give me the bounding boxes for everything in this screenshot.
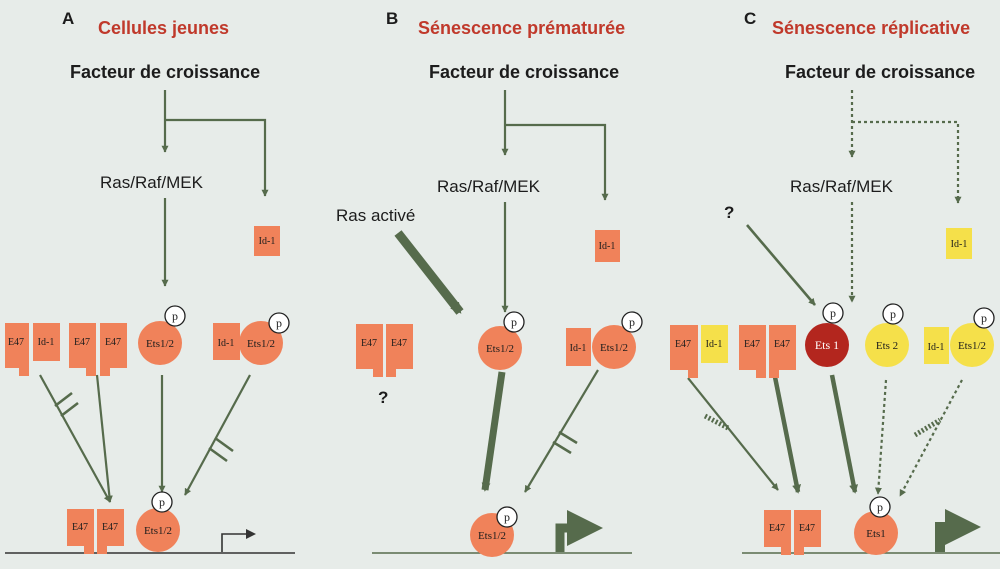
svg-text:E47: E47 <box>102 522 118 533</box>
svg-text:E47: E47 <box>799 523 815 534</box>
svg-text:Ets 1: Ets 1 <box>815 338 839 352</box>
panel-a: A Cellules jeunes Facteur de croissance … <box>5 9 295 554</box>
svg-text:Ets1/2: Ets1/2 <box>247 338 275 350</box>
svg-text:Id-1: Id-1 <box>259 236 276 247</box>
svg-text:E47: E47 <box>105 337 121 348</box>
svg-text:p: p <box>830 306 836 320</box>
panel-c: C Sénescence réplicative Facteur de croi… <box>670 9 1000 555</box>
svg-text:p: p <box>504 510 510 524</box>
svg-text:E47: E47 <box>8 337 24 348</box>
svg-text:Ets1/2: Ets1/2 <box>146 338 174 350</box>
svg-text:Id-1: Id-1 <box>570 343 587 354</box>
panel-c-promoter-e47-dimer: E47 E47 <box>764 510 821 555</box>
panel-b-letter: B <box>386 9 398 28</box>
panel-c-title: Sénescence réplicative <box>772 18 970 38</box>
panel-a-ras-raf-mek: Ras/Raf/MEK <box>100 173 204 192</box>
panel-c-ets2: Ets 2 p <box>865 303 909 367</box>
svg-text:E47: E47 <box>744 339 760 350</box>
panel-c-ets1: Ets 1 p <box>805 302 849 367</box>
panel-a-arrows <box>5 90 295 554</box>
svg-text:p: p <box>511 315 517 329</box>
svg-text:Id-1: Id-1 <box>38 337 55 348</box>
svg-text:Ets1/2: Ets1/2 <box>958 340 986 352</box>
panel-a-letter: A <box>62 9 74 28</box>
svg-text:E47: E47 <box>72 522 88 533</box>
panel-a-promoter-e47-dimer: E47 E47 <box>67 509 124 554</box>
svg-text:p: p <box>159 495 165 509</box>
panel-b-ras-raf-mek: Ras/Raf/MEK <box>437 177 541 196</box>
panel-b: B Sénescence prématurée Facteur de crois… <box>336 9 643 557</box>
svg-text:Ets1/2: Ets1/2 <box>478 530 506 542</box>
panel-a-growth-factor: Facteur de croissance <box>70 62 260 82</box>
svg-text:p: p <box>890 307 896 321</box>
svg-text:Ets1/2: Ets1/2 <box>600 342 628 354</box>
svg-text:Id-1: Id-1 <box>218 338 235 349</box>
svg-text:Id-1: Id-1 <box>951 239 968 250</box>
panel-c-letter: C <box>744 9 756 28</box>
svg-text:p: p <box>877 500 883 514</box>
svg-text:Id-1: Id-1 <box>928 342 945 353</box>
panel-c-e47-id1-dimer: E47 Id-1 <box>670 325 728 378</box>
svg-text:E47: E47 <box>774 339 790 350</box>
panel-a-ets12: Ets1/2 p <box>138 305 186 365</box>
svg-text:Id-1: Id-1 <box>706 339 723 350</box>
svg-text:p: p <box>981 311 987 325</box>
panel-b-growth-factor: Facteur de croissance <box>429 62 619 82</box>
panel-b-arrows <box>372 90 632 554</box>
svg-text:E47: E47 <box>675 339 691 350</box>
svg-text:E47: E47 <box>769 523 785 534</box>
panel-a-title: Cellules jeunes <box>98 18 229 38</box>
svg-text:p: p <box>172 309 178 323</box>
svg-text:E47: E47 <box>391 338 407 349</box>
svg-text:p: p <box>629 315 635 329</box>
svg-text:Ets 2: Ets 2 <box>876 340 898 352</box>
panel-a-e47-id1-dimer: E47 Id-1 <box>5 323 60 376</box>
panel-c-id1-ets12: Id-1 Ets1/2 p <box>924 307 995 367</box>
panel-c-arrows <box>687 90 1000 554</box>
svg-text:Ets1/2: Ets1/2 <box>144 525 172 537</box>
panel-c-promoter-ets1: Ets1 p <box>854 496 898 555</box>
panel-c-unknown: ? <box>724 203 734 222</box>
panel-b-title: Sénescence prématurée <box>418 18 625 38</box>
panel-c-growth-factor: Facteur de croissance <box>785 62 975 82</box>
svg-text:Ets1/2: Ets1/2 <box>486 343 514 355</box>
svg-text:Id-1: Id-1 <box>599 241 616 252</box>
panel-b-ras-active: Ras activé <box>336 206 415 225</box>
panel-a-promoter-ets12: Ets1/2 p <box>136 491 180 552</box>
panel-b-id1-top: Id-1 <box>595 230 620 262</box>
panel-c-ras-raf-mek: Ras/Raf/MEK <box>790 177 894 196</box>
panel-a-id1-ets12: Id-1 Ets1/2 p <box>213 312 290 365</box>
panel-c-e47-homodimer: E47 E47 <box>739 325 796 378</box>
panel-a-e47-homodimer: E47 E47 <box>69 323 127 376</box>
panel-c-id1-top: Id-1 <box>946 228 972 259</box>
panel-b-ets12: Ets1/2 p <box>478 311 525 370</box>
svg-text:E47: E47 <box>361 338 377 349</box>
panel-b-e47-homodimer: E47 E47 <box>356 324 413 377</box>
panel-b-unknown: ? <box>378 388 388 407</box>
svg-text:E47: E47 <box>74 337 90 348</box>
svg-text:Ets1: Ets1 <box>866 528 886 540</box>
panel-b-id1-ets12: Id-1 Ets1/2 p <box>566 311 643 369</box>
panel-a-id1-top: Id-1 <box>254 226 280 256</box>
panel-b-promoter-ets12: Ets1/2 p <box>470 506 518 557</box>
svg-text:p: p <box>276 316 282 330</box>
